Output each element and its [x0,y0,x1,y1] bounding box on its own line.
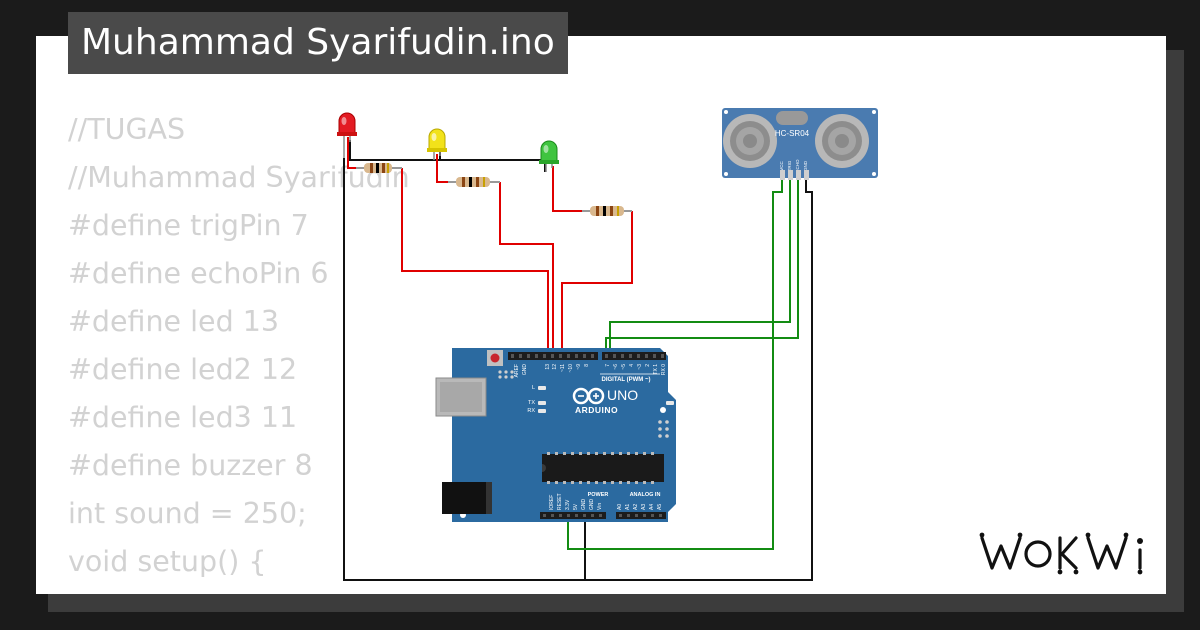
pin-label: A0 [617,504,623,510]
code-line: int sound = 250; [68,497,307,530]
led-label-on: ON [677,401,685,407]
pin-label: 8 [584,364,590,367]
code-line: #define led 13 [68,305,279,338]
sensor-transducer [723,114,777,168]
power-jack [442,482,492,514]
digital-header[interactable] [602,352,666,360]
pin-label: Vin [597,503,603,510]
code-line: #define buzzer 8 [68,449,313,482]
pin-label: RX 0 [661,364,667,375]
pin-label: 12 [552,364,558,370]
pin-label: IOREF [549,495,555,510]
circuit-diagram: HC-SR04 VCC TRIG ECHO GND [337,108,878,581]
analog-header[interactable] [616,512,666,519]
atmega-chip [542,452,664,484]
project-title: Muhammad Syarifudin.ino [68,12,568,74]
sensor-pins [780,170,809,180]
led-label-l: L [532,385,535,391]
pin-label: ~6 [613,364,619,370]
pin-label: ~3 [637,364,643,370]
pin-label: 4 [629,364,635,367]
ground-wire [343,158,813,581]
pin-label: ~9 [576,364,582,370]
digital-header-label: DIGITAL (PWM ~) [602,377,651,383]
wires [343,137,813,581]
led-label-tx: TX [528,400,535,406]
pin-label: A5 [657,504,663,510]
pin-label: GND [581,499,587,511]
pin-label: AREF [514,364,520,377]
green-wire [567,178,783,550]
green-wire [605,178,799,354]
pin-label: A3 [641,504,647,510]
analog-header-label: ANALOG IN [630,492,661,498]
preview-card: //TUGAS//Muhammad Syarifudin#define trig… [36,36,1166,594]
pin-label: ~10 [568,364,574,373]
arduino-brand: ARDUINO [575,405,618,415]
red-wire [401,168,549,354]
ultrasonic-sensor[interactable]: HC-SR04 VCC TRIG ECHO GND [722,108,878,180]
code-line: #define led2 12 [68,353,298,386]
green-wire [609,178,791,354]
red-wire [561,211,633,354]
ground-wire [349,140,546,172]
arduino-logo: ARDUINO UNO [572,387,638,415]
pin-label: A4 [649,504,655,510]
pin-label: 5V [573,503,579,510]
green-led[interactable] [539,140,559,172]
pin-label: ~5 [621,364,627,370]
pin-label: ~11 [560,364,566,372]
resistor [448,177,500,187]
pin-label: RESET [557,493,563,510]
pin-label: GND [589,499,595,511]
pin-label: 13 [545,364,551,370]
pin-label: 7 [605,364,611,367]
pin-label: TX 1 [653,364,659,375]
code-line: #define echoPin 6 [68,257,329,290]
red-wire [552,166,590,212]
code-line: void setup() { [68,545,267,578]
code-line: Serial.begin (9600); [68,586,410,594]
sensor-transducer [815,114,869,168]
pin-label: GND [522,364,528,376]
red-wire [499,182,554,354]
sensor-pin-label: TRIG [787,160,792,171]
sensor-label: HC-SR04 [775,129,810,138]
resistor [582,206,632,216]
sensor-pin-label: ECHO [795,159,800,173]
power-header[interactable] [540,512,606,519]
pin-label: A2 [633,504,639,510]
pin-label: 3.3V [565,499,571,510]
arduino-model: UNO [607,387,638,403]
pin-label: A1 [625,504,631,510]
wokwi-logo [979,532,1143,575]
power-header-label: POWER [588,492,609,498]
sensor-pin-label: GND [803,160,808,171]
red-led[interactable] [337,112,357,158]
resistor [356,163,402,173]
code-line: #define trigPin 7 [68,209,309,242]
pin-label: 2 [645,364,651,367]
yellow-led[interactable] [427,128,447,160]
led-label-rx: RX [527,408,535,414]
sensor-pin-label: VCC [779,161,784,171]
code-line: //TUGAS [68,113,186,146]
code-line: #define led3 11 [68,401,298,434]
arduino-uno[interactable]: AREF GND 13 12 ~11 ~10 ~9 8 7 ~6 ~5 4 ~3… [435,348,685,522]
